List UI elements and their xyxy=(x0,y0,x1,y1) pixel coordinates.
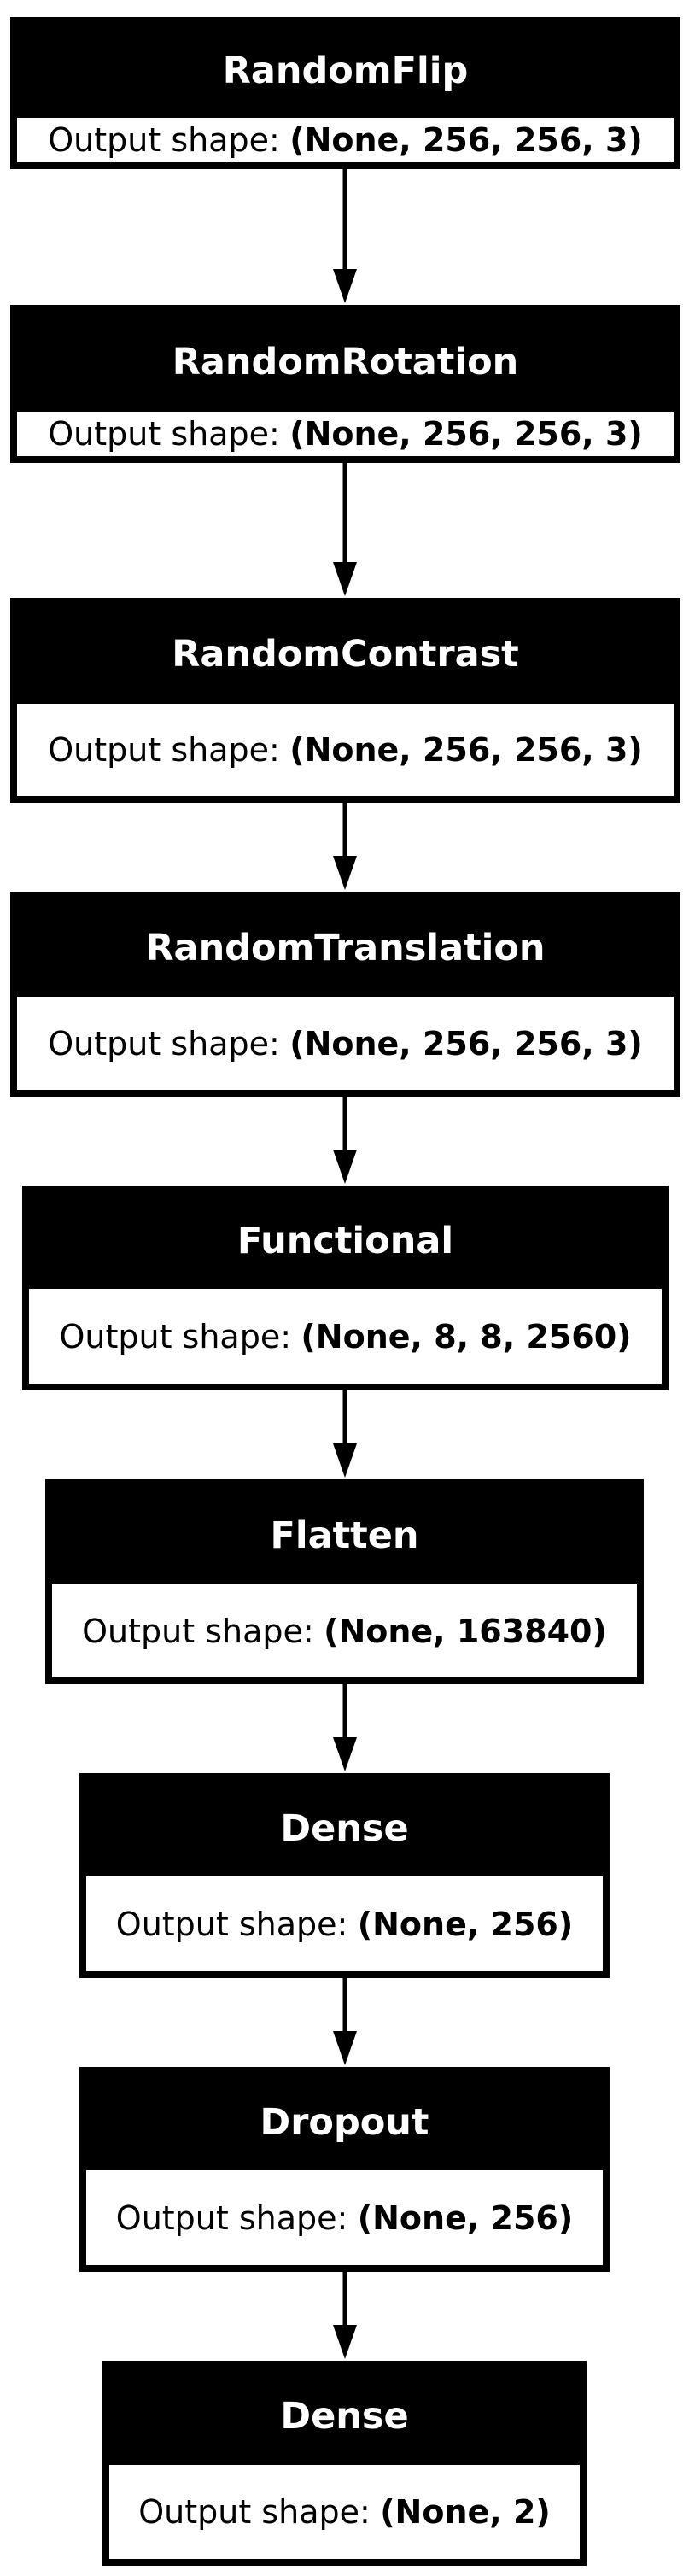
output-shape-label: Output shape: xyxy=(82,1612,314,1650)
layer-output-shape: Output shape:(None, 256, 256, 3) xyxy=(17,704,674,796)
layer-output-shape: Output shape:(None, 256, 256, 3) xyxy=(17,412,674,456)
output-shape-value: (None, 256, 256, 3) xyxy=(289,121,643,159)
output-shape-label: Output shape: xyxy=(48,415,280,453)
arrow-head xyxy=(333,1443,357,1478)
arrow-head xyxy=(333,1150,357,1184)
output-shape-value: (None, 256, 256, 3) xyxy=(289,731,643,769)
output-shape-value: (None, 2) xyxy=(380,2493,551,2531)
output-shape-value: (None, 256) xyxy=(357,1905,574,1943)
layer-output-shape: Output shape:(None, 256, 256, 3) xyxy=(17,118,674,162)
layer-name: Functional xyxy=(29,1192,662,1289)
output-shape-value: (None, 256) xyxy=(357,2198,574,2237)
output-shape-label: Output shape: xyxy=(138,2493,371,2531)
output-shape-value: (None, 256, 256, 3) xyxy=(289,1024,643,1063)
arrow-head xyxy=(333,2325,357,2359)
layer-name: Dropout xyxy=(86,2074,603,2170)
arrow-head xyxy=(333,856,357,890)
output-shape-value: (None, 256, 256, 3) xyxy=(289,415,643,453)
layer-output-shape: Output shape:(None, 2) xyxy=(109,2465,580,2559)
arrow-head xyxy=(333,562,357,596)
arrow-head xyxy=(333,269,357,303)
layer-output-shape: Output shape:(None, 256, 256, 3) xyxy=(17,997,674,1090)
output-shape-label: Output shape: xyxy=(115,1905,348,1943)
layer-output-shape: Output shape: (None, 163840) xyxy=(52,1584,637,1677)
arrow-head xyxy=(333,1737,357,1771)
output-shape-value: (None, 163840) xyxy=(324,1612,607,1650)
arrow-head xyxy=(333,2031,357,2065)
layer-output-shape: Output shape:(None, 8, 8, 2560) xyxy=(29,1289,662,1384)
output-shape-label: Output shape: xyxy=(48,1024,280,1063)
layer-name: RandomTranslation xyxy=(17,899,674,997)
layer-output-shape: Output shape:(None, 256) xyxy=(86,2170,603,2265)
layer-name: Flatten xyxy=(52,1486,637,1584)
layer-name: RandomRotation xyxy=(17,312,674,412)
output-shape-label: Output shape: xyxy=(115,2198,348,2237)
output-shape-label: Output shape: xyxy=(59,1317,292,1355)
layer-name: RandomContrast xyxy=(17,605,674,704)
layer-name: Dense xyxy=(109,2368,580,2465)
layer-name: RandomFlip xyxy=(17,24,674,118)
output-shape-label: Output shape: xyxy=(48,121,280,159)
output-shape-value: (None, 8, 8, 2560) xyxy=(301,1317,632,1355)
layer-output-shape: Output shape:(None, 256) xyxy=(86,1876,603,1971)
layer-name: Dense xyxy=(86,1780,603,1876)
output-shape-label: Output shape: xyxy=(48,731,280,769)
